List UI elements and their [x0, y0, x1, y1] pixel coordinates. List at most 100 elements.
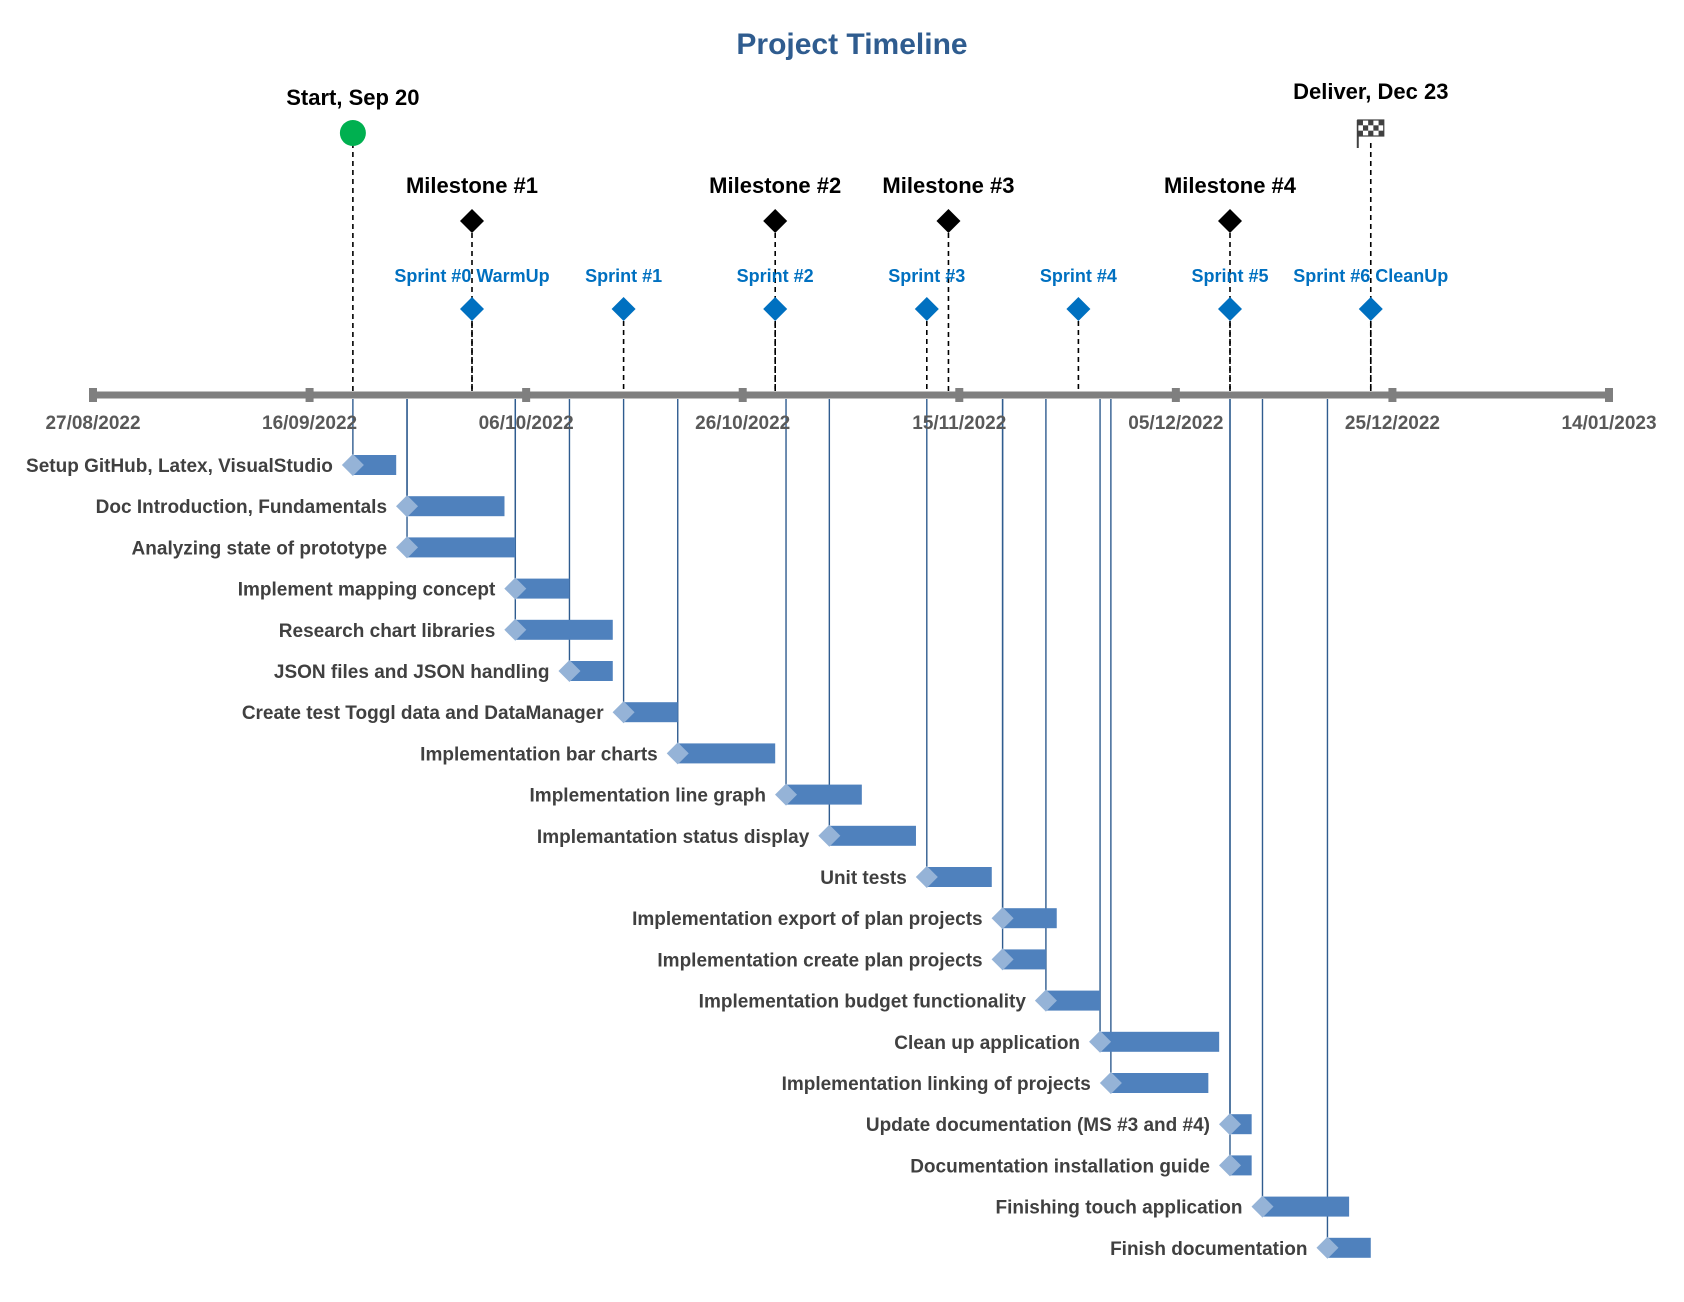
axis-tick-label: 27/08/2022	[45, 413, 140, 434]
flag-check	[1378, 120, 1384, 126]
task-start-diamond	[341, 454, 364, 476]
sprint-label: Sprint #0 WarmUp	[394, 266, 549, 286]
task-start-diamond	[396, 536, 419, 559]
sprint-diamond	[1358, 297, 1383, 321]
sprint-diamond	[611, 297, 636, 321]
sprint-label: Sprint #3	[888, 266, 965, 286]
axis-tick-mark	[1171, 388, 1180, 402]
task-label: Finish documentation	[1110, 1239, 1307, 1260]
task-bar	[786, 784, 862, 805]
task-bar	[1100, 1031, 1220, 1052]
start-circle-marker	[339, 120, 366, 146]
sprint-diamond	[763, 297, 788, 321]
flag-check	[1368, 120, 1374, 126]
flag-check	[1378, 130, 1384, 136]
axis-tick-mark	[522, 388, 531, 402]
task-start-diamond	[991, 948, 1014, 971]
task-bar	[515, 619, 613, 640]
axis-tick-mark	[1605, 388, 1613, 402]
flag-check	[1357, 120, 1363, 126]
task-label: JSON files and JSON handling	[274, 662, 550, 683]
task-start-diamond	[666, 742, 689, 765]
axis-tick-label: 06/10/2022	[479, 413, 574, 434]
timeline-axis	[89, 388, 1613, 402]
axis-tick-label: 25/12/2022	[1345, 413, 1440, 434]
axis-tick-label: 16/09/2022	[262, 413, 357, 434]
sprint-label: Sprint #6 CleanUp	[1293, 266, 1448, 286]
task-label: Implementation budget functionality	[699, 992, 1027, 1013]
task-bar	[829, 825, 916, 846]
milestone-label: Milestone #1	[406, 173, 538, 198]
task-bar	[623, 702, 678, 723]
task-bar	[1110, 1073, 1209, 1093]
sprint-diamond	[1066, 297, 1091, 321]
task-label: Implementation line graph	[530, 786, 766, 807]
axis-tick-mark	[955, 388, 964, 402]
task-bar	[569, 661, 613, 681]
axis-tick-mark	[305, 388, 314, 402]
task-label: Implementation export of plan projects	[632, 909, 983, 930]
task-start-diamond	[504, 618, 527, 641]
sprint-label: Sprint #4	[1040, 266, 1117, 286]
start-event-label: Start, Sep 20	[286, 85, 419, 110]
task-start-diamond	[818, 824, 841, 847]
task-label: Implement mapping concept	[238, 580, 496, 601]
task-start-diamond	[558, 660, 581, 682]
task-label: Research chart libraries	[279, 621, 496, 642]
axis-tick-label: 05/12/2022	[1128, 413, 1223, 434]
task-bar	[1327, 1237, 1371, 1258]
task-start-diamond	[915, 866, 938, 888]
task-bar	[926, 867, 992, 887]
task-bar	[1002, 908, 1057, 929]
flag-check	[1373, 125, 1379, 131]
sprint-diamond	[914, 297, 939, 321]
task-label: Create test Toggl data and DataManager	[242, 703, 604, 724]
task-label: Implementation bar charts	[420, 744, 658, 765]
task-bar	[515, 578, 570, 599]
task-bar	[677, 743, 776, 764]
task-label: Documentation installation guide	[910, 1156, 1210, 1177]
axis-tick-label: 14/01/2023	[1561, 413, 1656, 434]
sprint-label: Sprint #1	[585, 266, 662, 286]
task-bar	[407, 496, 505, 517]
task-start-diamond	[396, 495, 419, 518]
task-start-diamond	[775, 783, 798, 806]
milestone-diamond	[1218, 209, 1242, 233]
task-label: Implementation linking of projects	[782, 1074, 1091, 1095]
task-label: Unit tests	[820, 868, 907, 889]
sprint-label: Sprint #5	[1191, 266, 1268, 286]
milestone-label: Milestone #2	[709, 173, 841, 198]
milestone-diamond	[936, 209, 961, 233]
task-start-diamond	[504, 577, 527, 600]
chart-title: Project Timeline	[736, 28, 967, 61]
task-label: Clean up application	[894, 1033, 1080, 1054]
deliver-event-label: Deliver, Dec 23	[1293, 79, 1448, 104]
flag-check	[1357, 130, 1363, 136]
milestone-label: Milestone #3	[882, 173, 1014, 198]
sprint-diamond	[460, 297, 484, 321]
task-start-diamond	[1316, 1236, 1339, 1259]
task-label: Implementation create plan projects	[657, 950, 982, 971]
task-start-diamond	[1251, 1195, 1274, 1218]
axis-tick-mark	[89, 388, 97, 402]
task-label: Analyzing state of prototype	[132, 538, 387, 559]
task-bar	[407, 537, 516, 558]
task-bar	[1002, 949, 1046, 970]
flag-check	[1362, 125, 1369, 131]
axis-tick-mark	[738, 388, 747, 402]
task-start-diamond	[1219, 1154, 1241, 1177]
sprint-label: Sprint #2	[737, 266, 814, 286]
axis-tick-label: 15/11/2022	[912, 413, 1006, 434]
sprint-diamond	[1218, 297, 1242, 321]
flag-check	[1368, 130, 1374, 136]
task-label: Doc Introduction, Fundamentals	[96, 497, 387, 518]
task-start-diamond	[1034, 989, 1057, 1012]
task-start-diamond	[1099, 1072, 1122, 1094]
task-bar	[1262, 1196, 1350, 1217]
milestone-label: Milestone #4	[1164, 173, 1297, 198]
axis-tick-mark	[1388, 388, 1397, 402]
task-label: Setup GitHub, Latex, VisualStudio	[26, 456, 333, 477]
